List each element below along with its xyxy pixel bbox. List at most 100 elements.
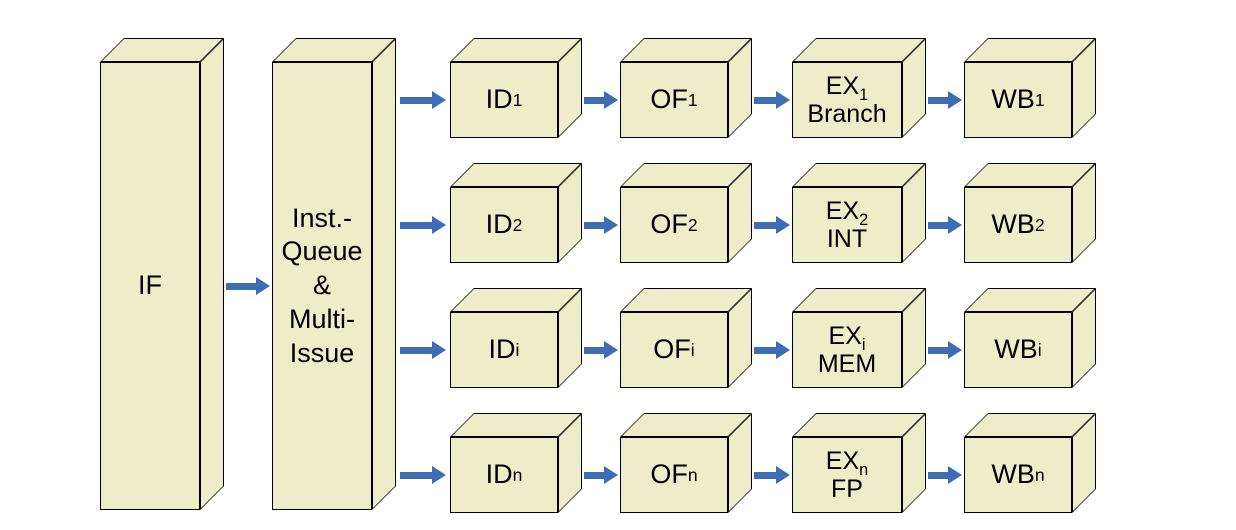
arrow-shaft: [754, 346, 776, 354]
stage-box-ex-n: EXn FP: [792, 413, 926, 513]
arrow-shaft: [754, 471, 776, 479]
arrow-queue-to-id-2: [400, 216, 446, 234]
arrow-of-to-ex-2: [754, 216, 790, 234]
arrow-head: [432, 341, 446, 359]
box-front-face: [964, 62, 1072, 138]
arrow-head: [604, 341, 618, 359]
box-front-face: [272, 62, 372, 510]
arrow-ex-to-wb-1: [928, 91, 962, 109]
stage-name: EXn: [825, 447, 869, 479]
arrow-head: [604, 466, 618, 484]
arrow-shaft: [400, 471, 432, 479]
stage-box-queue: Inst.- Queue & Multi- Issue: [272, 38, 396, 510]
stage-name: OF: [650, 459, 688, 490]
stage-label-ex-2: EX2 INT: [792, 187, 902, 263]
box-front-face: [620, 312, 728, 388]
arrow-shaft: [584, 221, 604, 229]
arrow-queue-to-id-1: [400, 91, 446, 109]
stage-subscript: 1: [859, 86, 869, 104]
stage-name: ID: [485, 84, 513, 115]
stage-box-ex-i: EXi MEM: [792, 288, 926, 388]
box-front-face: [450, 437, 558, 513]
arrow-id-to-of-1: [584, 91, 618, 109]
arrow-head: [256, 277, 270, 295]
stage-label-if: IF: [138, 270, 162, 301]
arrow-head: [948, 216, 962, 234]
stage-name: OF: [650, 84, 688, 115]
box-front-face: [792, 312, 902, 388]
box-front-face: [450, 62, 558, 138]
arrow-shaft: [754, 221, 776, 229]
box-front-face: [964, 437, 1072, 513]
ex-unit-label: Branch: [807, 100, 887, 128]
stage-label-ex-n: EXn FP: [792, 437, 902, 513]
box-front-face: [792, 187, 902, 263]
arrow-shaft: [928, 471, 948, 479]
arrow-head: [604, 91, 618, 109]
arrow-head: [604, 216, 618, 234]
arrow-shaft: [928, 96, 948, 104]
box-front-face: [620, 62, 728, 138]
arrow-shaft: [400, 221, 432, 229]
arrow-head: [776, 466, 790, 484]
stage-subscript: i: [861, 336, 866, 354]
arrow-shaft: [928, 221, 948, 229]
stage-name: OF: [653, 334, 691, 365]
arrow-of-to-ex-i: [754, 341, 790, 359]
arrow-shaft: [584, 471, 604, 479]
arrow-shaft: [928, 346, 948, 354]
stage-box-ex-1: EX1 Branch: [792, 38, 926, 138]
arrow-head: [776, 216, 790, 234]
stage-name: WB: [991, 459, 1035, 490]
box-front-face: [620, 187, 728, 263]
arrow-head: [432, 466, 446, 484]
arrow-of-to-ex-1: [754, 91, 790, 109]
arrow-shaft: [584, 346, 604, 354]
arrow-head: [432, 216, 446, 234]
stage-subscript: 2: [859, 211, 869, 229]
box-right-face: [372, 38, 396, 510]
arrow-head: [948, 91, 962, 109]
box-front-face: [964, 187, 1072, 263]
box-front-face: [450, 312, 558, 388]
box-front-face: [100, 62, 200, 510]
arrow-id-to-of-i: [584, 341, 618, 359]
stage-name: WB: [991, 209, 1035, 240]
arrow-id-to-of-n: [584, 466, 618, 484]
stage-name: EX1: [825, 72, 869, 104]
arrow-if-to-queue: [226, 277, 270, 295]
arrow-head: [776, 341, 790, 359]
stage-name: ID: [485, 459, 513, 490]
box-front-face: [620, 437, 728, 513]
stage-name: ID: [485, 209, 513, 240]
stage-name: EX2: [825, 197, 869, 229]
arrow-head: [948, 341, 962, 359]
arrow-ex-to-wb-n: [928, 466, 962, 484]
stage-label-queue: Inst.- Queue & Multi- Issue: [281, 202, 363, 368]
arrow-ex-to-wb-2: [928, 216, 962, 234]
arrow-shaft: [754, 96, 776, 104]
ex-unit-label: MEM: [817, 350, 877, 378]
stage-name: WB: [991, 84, 1035, 115]
arrow-shaft: [226, 282, 256, 290]
box-right-face: [200, 38, 224, 510]
arrow-queue-to-id-i: [400, 341, 446, 359]
stage-box-if: IF: [100, 38, 224, 510]
stage-name: EXi: [828, 322, 866, 354]
